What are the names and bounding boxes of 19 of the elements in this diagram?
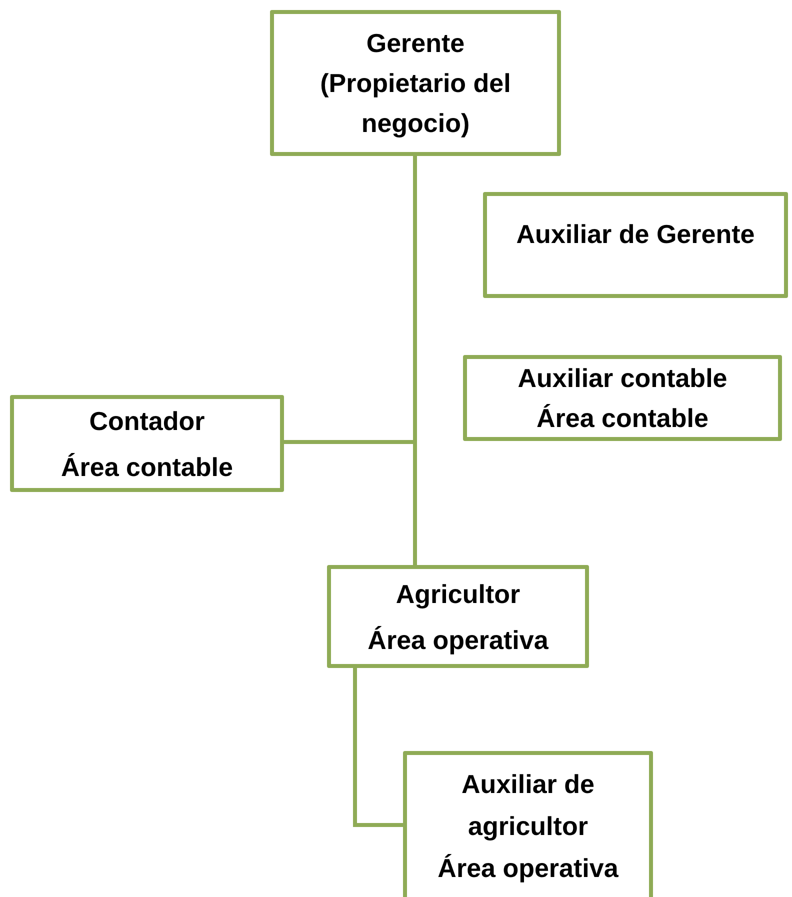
connector-line <box>353 668 403 827</box>
org-box <box>463 355 782 441</box>
role-title: Auxiliar contable <box>518 362 728 395</box>
role-title: Auxiliar de agricultor <box>460 768 596 843</box>
role-title: Gerente <box>366 27 465 60</box>
role-title: Contador <box>89 404 205 438</box>
role-detail: Área operativa <box>438 852 618 885</box>
role-detail: Área contable <box>536 402 708 435</box>
org-box <box>270 10 561 156</box>
org-box <box>327 565 589 668</box>
org-box <box>483 192 788 298</box>
role-title: Agricultor <box>396 578 520 610</box>
org-box <box>10 395 284 492</box>
role-detail: Área contable <box>61 450 233 484</box>
connector-line <box>413 156 417 565</box>
role-detail: Área operativa <box>368 624 548 656</box>
role-title: Auxiliar de Gerente <box>516 218 755 250</box>
org-box <box>403 751 653 897</box>
role-detail: (Propietario del negocio) <box>319 67 512 140</box>
